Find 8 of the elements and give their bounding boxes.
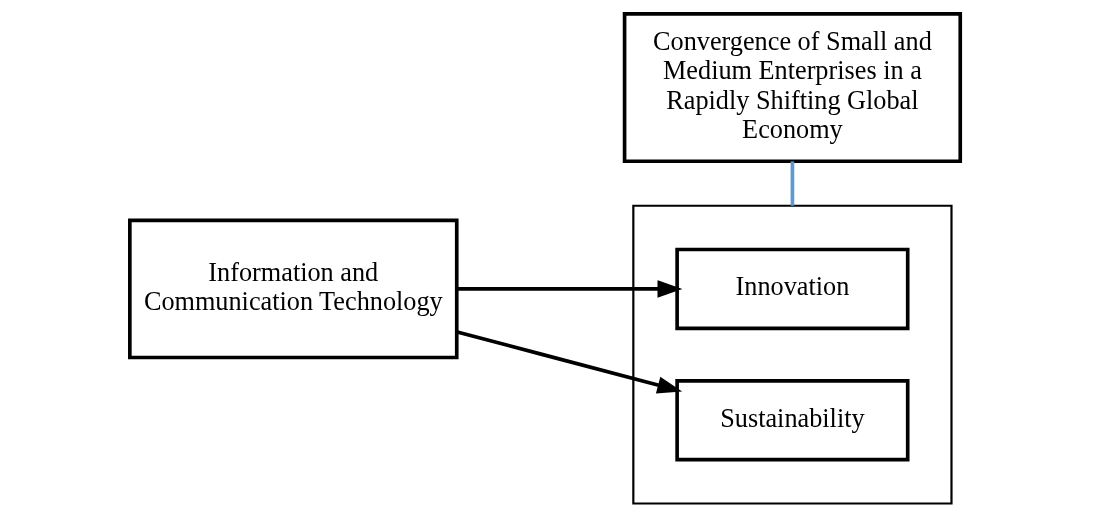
node-box: Information and Communication Technology xyxy=(128,218,459,360)
connector xyxy=(790,161,795,206)
arrow xyxy=(456,330,683,394)
arrow xyxy=(457,280,683,298)
node-box: Sustainability xyxy=(675,379,910,462)
node-box: Innovation xyxy=(675,247,910,331)
cluster xyxy=(632,204,953,505)
node-box: Convergence of Small and Medium Enterprises in a Rapidly Shifting Global Economy xyxy=(622,12,963,164)
